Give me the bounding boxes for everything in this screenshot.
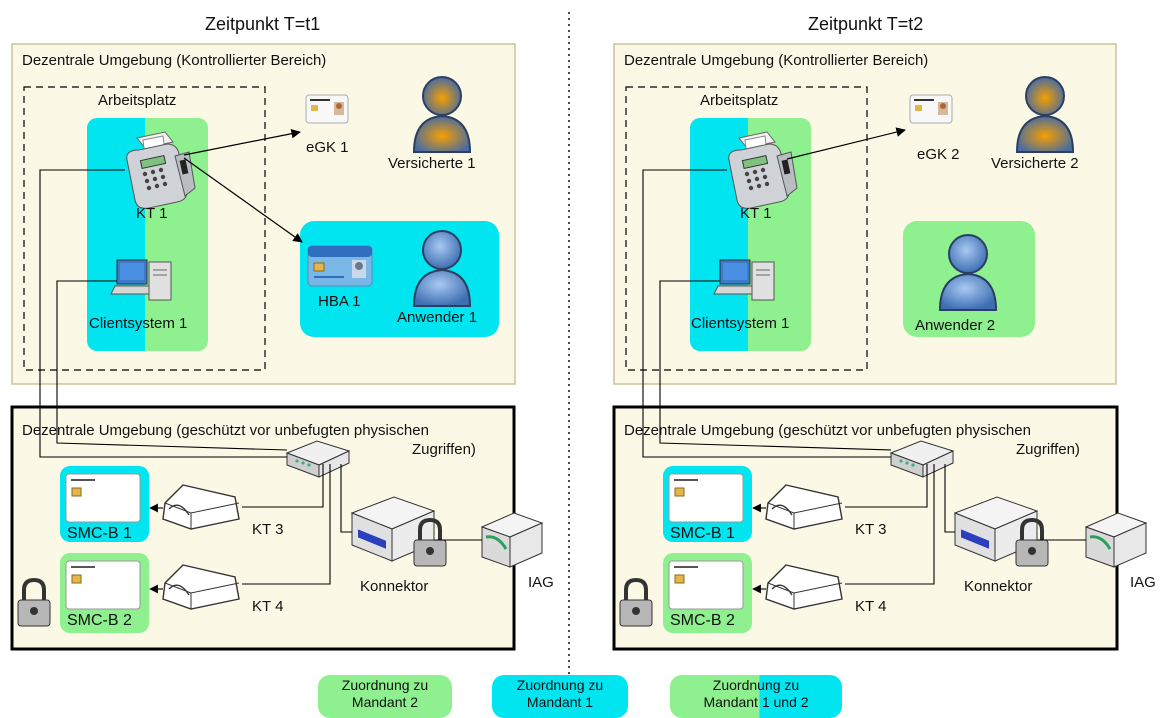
egk-card-icon xyxy=(909,94,953,124)
kt1-label: KT 1 xyxy=(740,205,772,222)
workplace-box xyxy=(625,86,868,371)
network-cables xyxy=(642,169,1086,585)
smcb2-card-icon xyxy=(65,560,141,610)
smcb2-card-icon xyxy=(668,560,744,610)
insured-label: Versicherte 1 xyxy=(388,155,476,172)
smcb1-label: SMC-B 1 xyxy=(670,525,735,542)
legend-mandant2: Zuordnung zu Mandant 2 xyxy=(318,675,452,718)
lock-icon xyxy=(1015,517,1049,567)
iag-label: IAG xyxy=(1130,574,1156,591)
legend-line: Mandant 1 und 2 xyxy=(703,694,809,710)
client-computer-icon xyxy=(713,259,775,301)
panel-t2 xyxy=(612,43,1148,651)
zone-label-controlled: Dezentrale Umgebung (Kontrollierter Bere… xyxy=(624,52,929,69)
panel-title: Zeitpunkt T=t2 xyxy=(808,14,924,34)
arrow-kt1-hba xyxy=(183,157,303,243)
workplace-label: Arbeitsplatz xyxy=(98,92,177,109)
legend-line: Zuordnung zu xyxy=(712,677,800,693)
egk-label: eGK 1 xyxy=(306,139,349,156)
insured-label: Versicherte 2 xyxy=(991,155,1079,172)
lock-icon xyxy=(17,577,51,627)
smcb1-card-icon xyxy=(668,473,744,523)
iag-label: IAG xyxy=(528,574,554,591)
card-reader-kt3-icon xyxy=(765,484,843,530)
smcb1-label: SMC-B 1 xyxy=(67,525,132,542)
person-icon-user xyxy=(938,234,998,311)
egk-label: eGK 2 xyxy=(917,146,960,163)
person-icon-user xyxy=(412,230,472,307)
zone-label-protected-cont: Zugriffen) xyxy=(1016,441,1080,458)
legend-line: Mandant 1 xyxy=(526,694,594,710)
smcb2-label: SMC-B 2 xyxy=(670,612,735,629)
client-label: Clientsystem 1 xyxy=(691,315,790,332)
network-cables xyxy=(39,169,482,585)
hba-card-icon xyxy=(307,245,373,287)
panel-t1 xyxy=(10,43,544,651)
card-reader-kt3-icon xyxy=(162,484,240,530)
user-label: Anwender 2 xyxy=(915,317,996,334)
zone-label-controlled: Dezentrale Umgebung (Kontrollierter Bere… xyxy=(22,52,327,69)
legend-line: Mandant 2 xyxy=(351,694,419,710)
arrow-kt1-egk xyxy=(183,128,301,156)
egk-card-icon xyxy=(305,94,349,124)
iag-device-icon xyxy=(1084,512,1148,568)
panel-title: Zeitpunkt T=t1 xyxy=(205,14,321,34)
kt3-label: KT 3 xyxy=(252,521,284,538)
connector-label: Konnektor xyxy=(360,578,429,595)
arrow-kt1-egk xyxy=(786,127,906,160)
lock-icon xyxy=(413,517,447,567)
hba-label: HBA 1 xyxy=(318,293,361,310)
person-icon-insured xyxy=(1015,76,1075,153)
smcb1-card-icon xyxy=(65,473,141,523)
card-reader-kt4-icon xyxy=(162,564,240,610)
person-icon-insured xyxy=(412,76,472,153)
kt4-label: KT 4 xyxy=(855,598,887,615)
zone-label-protected-cont: Zugriffen) xyxy=(412,441,476,458)
workplace-label: Arbeitsplatz xyxy=(700,92,779,109)
workplace-box xyxy=(23,86,266,371)
legend-mandant1: Zuordnung zu Mandant 1 xyxy=(492,675,628,718)
network-switch-icon xyxy=(285,440,351,478)
legend-line: Zuordnung zu xyxy=(341,677,429,693)
kt1-label: KT 1 xyxy=(136,205,168,222)
lock-icon xyxy=(619,577,653,627)
client-label: Clientsystem 1 xyxy=(89,315,188,332)
user-label: Anwender 1 xyxy=(397,309,478,326)
network-switch-icon xyxy=(889,440,955,478)
kt3-label: KT 3 xyxy=(855,521,887,538)
kt4-label: KT 4 xyxy=(252,598,284,615)
legend-line: Zuordnung zu xyxy=(516,677,604,693)
zone-label-protected: Dezentrale Umgebung (geschützt vor unbef… xyxy=(22,422,429,439)
card-reader-kt4-icon xyxy=(765,564,843,610)
legend-mandant1-and-2: Zuordnung zu Mandant 1 und 2 xyxy=(670,675,842,718)
card-terminal-icon xyxy=(728,131,798,209)
zone-label-protected: Dezentrale Umgebung (geschützt vor unbef… xyxy=(624,422,1031,439)
iag-device-icon xyxy=(480,512,544,568)
client-computer-icon xyxy=(110,259,172,301)
connector-label: Konnektor xyxy=(964,578,1033,595)
smcb2-label: SMC-B 2 xyxy=(67,612,132,629)
